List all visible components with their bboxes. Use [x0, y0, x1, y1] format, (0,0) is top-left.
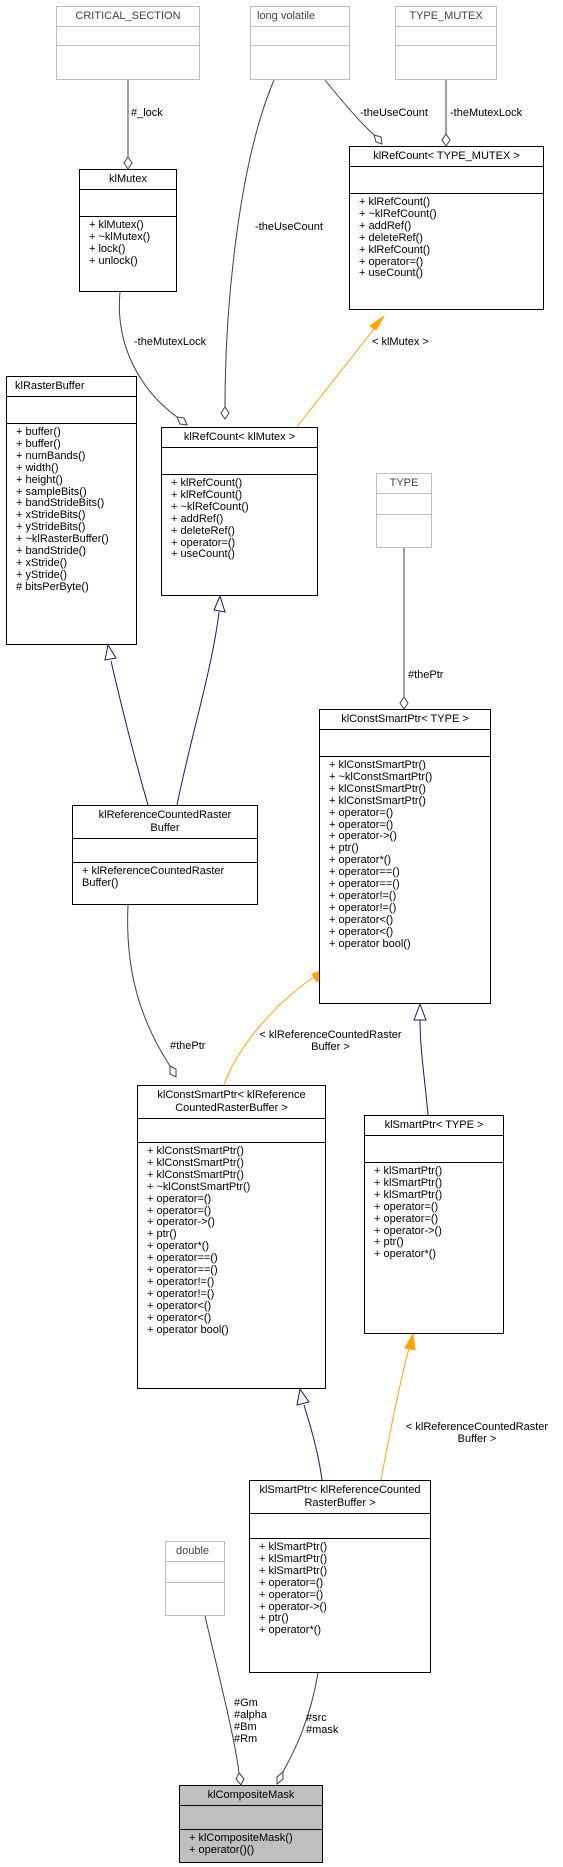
class-attributes	[7, 396, 136, 423]
class-name: klConstSmartPtr< klReference CountedRast…	[157, 1089, 306, 1114]
edge-rcrb-to-constsmartptr-rcrb	[127, 904, 177, 1078]
class-name: klMutex	[109, 173, 147, 185]
label-lock: #_lock	[131, 107, 163, 119]
class-attributes	[250, 1513, 430, 1538]
class-klconstsmartptr-type: klConstSmartPtr< TYPE > + klConstSmartPt…	[319, 709, 491, 1004]
class-klsmartptr-rcrb: klSmartPtr< klReferenceCounted RasterBuf…	[249, 1480, 431, 1673]
label-the-ptr-rcrb: #thePtr	[170, 1040, 206, 1052]
class-klsmartptr-type: klSmartPtr< TYPE > + klSmartPtr() + klSm…	[364, 1115, 504, 1334]
class-double: double	[165, 1541, 225, 1616]
class-operations: + klRefCount() + ~klRefCount() + addRef(…	[350, 193, 543, 283]
class-attributes	[251, 26, 349, 45]
label-the-use-count-left: -theUseCount	[255, 221, 323, 233]
class-klcompositemask: klCompositeMask + klCompositeMask() + op…	[179, 1785, 323, 1863]
class-name: klReferenceCountedRaster Buffer	[98, 809, 232, 834]
class-attributes	[57, 26, 199, 45]
class-name: klRasterBuffer	[15, 380, 85, 392]
class-operations	[251, 45, 349, 79]
label-template-rcrb-const: < klReferenceCountedRaster Buffer >	[259, 1029, 402, 1053]
class-attributes	[350, 166, 543, 193]
edge-template-smartptr	[380, 1332, 416, 1481]
class-operations: + klSmartPtr() + klSmartPtr() + klSmartP…	[365, 1162, 503, 1264]
label-the-mutex-lock-left: -theMutexLock	[134, 336, 207, 348]
class-attributes	[320, 729, 490, 756]
label-the-use-count-right: -theUseCount	[360, 107, 428, 119]
class-operations: + buffer() + buffer() + numBands() + wid…	[7, 423, 136, 597]
label-double-members: #Gm #alpha #Bm #Rm	[234, 1697, 268, 1745]
edge-type-to-constsmartptr-type	[399, 548, 409, 710]
label-the-ptr-type: #thePtr	[408, 669, 444, 681]
class-operations: + klCompositeMask() + operator()()	[180, 1829, 322, 1860]
label-template-klmutex: < klMutex >	[372, 336, 429, 348]
class-klconstsmartptr-rcrb: klConstSmartPtr< klReference CountedRast…	[137, 1085, 326, 1389]
class-name: TYPE	[389, 477, 419, 489]
class-attributes	[396, 26, 496, 45]
class-name: klSmartPtr< klReferenceCounted RasterBuf…	[259, 1484, 421, 1509]
class-operations	[396, 45, 496, 79]
edge-inherit-rcrb-to-refcount-klmutex	[176, 594, 226, 806]
class-name: TYPE_MUTEX	[409, 10, 483, 22]
class-attributes	[162, 447, 317, 474]
class-attributes	[80, 189, 176, 216]
class-operations	[377, 514, 431, 547]
class-operations	[166, 1582, 224, 1615]
class-name: klSmartPtr< TYPE >	[384, 1119, 484, 1131]
edge-critical-section-to-klmutex	[123, 80, 133, 170]
edge-template-constsmartptr	[223, 968, 329, 1086]
class-operations: + klConstSmartPtr() + ~klConstSmartPtr()…	[320, 756, 490, 954]
class-attributes	[138, 1118, 325, 1142]
edge-inherit-smartptr-type-to-constsmartptr-type	[413, 1002, 429, 1116]
class-type-mutex: TYPE_MUTEX	[395, 6, 497, 80]
class-operations: + klRefCount() + klRefCount() + ~klRefCo…	[162, 474, 317, 564]
class-type: TYPE	[376, 473, 432, 548]
class-name: klRefCount< TYPE_MUTEX >	[373, 150, 520, 162]
class-operations: + klSmartPtr() + klSmartPtr() + klSmartP…	[250, 1538, 430, 1640]
edge-long-volatile-to-refcount-type-mutex	[324, 79, 383, 145]
class-operations: + klMutex() + ~klMutex() + lock() + unlo…	[80, 216, 176, 271]
label-template-rcrb-smart: < klReferenceCountedRaster Buffer >	[405, 1421, 549, 1445]
class-attributes	[377, 493, 431, 514]
edge-klmutex-to-refcount-klmutex	[118, 291, 188, 426]
label-the-mutex-lock-right: -theMutexLock	[450, 107, 523, 119]
edge-smartptr-rcrb-to-compositemask	[276, 1672, 319, 1786]
edge-template-refcount	[295, 315, 385, 429]
edge-inherit-smartptr-rcrb-to-constsmartptr-rcrb	[296, 1387, 323, 1481]
class-name: long volatile	[257, 10, 316, 22]
class-klmutex: klMutex + klMutex() + ~klMutex() + lock(…	[79, 169, 177, 292]
edge-inherit-rcrb-to-rasterbuffer	[104, 643, 149, 806]
label-src-mask: #src #mask	[306, 1712, 339, 1736]
class-name: klRefCount< klMutex >	[183, 431, 296, 443]
class-attributes	[166, 1561, 224, 1582]
class-name: klConstSmartPtr< TYPE >	[341, 713, 469, 725]
class-attributes	[73, 838, 257, 862]
class-attributes	[365, 1135, 503, 1162]
class-operations: + klReferenceCountedRaster Buffer()	[73, 862, 257, 893]
class-operations	[57, 45, 199, 79]
class-klrefcount-klmutex: klRefCount< klMutex > + klRefCount() + k…	[161, 427, 318, 596]
class-klrefcount-type-mutex: klRefCount< TYPE_MUTEX > + klRefCount() …	[349, 146, 544, 310]
edge-type-mutex-to-refcount-type-mutex	[441, 80, 451, 147]
class-long-volatile: long volatile	[250, 6, 350, 80]
class-name: double	[176, 1545, 210, 1557]
class-klreferencecountedrasterbuffer: klReferenceCountedRaster Buffer + klRefe…	[72, 805, 258, 905]
edge-long-volatile-to-refcount-klmutex	[220, 79, 275, 420]
class-operations: + klConstSmartPtr() + klConstSmartPtr() …	[138, 1142, 325, 1340]
class-name: klCompositeMask	[207, 1789, 295, 1801]
class-critical-section: CRITICAL_SECTION	[56, 6, 200, 80]
class-klrasterbuffer: klRasterBuffer + buffer() + buffer() + n…	[6, 376, 137, 645]
class-name: CRITICAL_SECTION	[75, 10, 181, 22]
class-attributes	[180, 1805, 322, 1829]
